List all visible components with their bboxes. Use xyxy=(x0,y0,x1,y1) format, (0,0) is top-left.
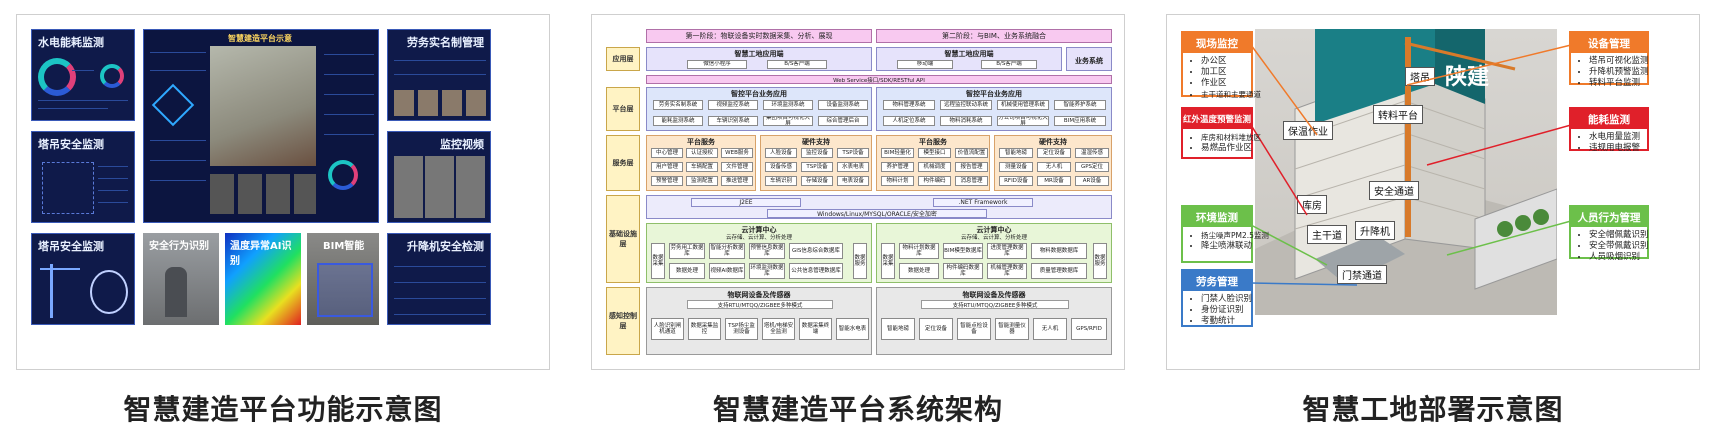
cloud-right: 云计算中心 云存储、云计算、分析处理 数据采集 物料计划数据库 BIM模型数据库… xyxy=(876,223,1112,283)
crane-3d-model xyxy=(90,270,128,314)
service-4: 硬件支持 智能地磅 定位设备 温湿传感 测量设备 无人机 GPS定位 RFID设… xyxy=(994,135,1112,191)
app-business: 业务系统 xyxy=(1066,47,1112,71)
tile-elevator: 升降机安全检测 xyxy=(387,233,491,325)
tile-video: 监控视频 xyxy=(387,131,491,223)
tag-insulation-work: 保温作业 xyxy=(1283,121,1333,140)
layer-sense: 感知控制层 xyxy=(606,287,640,355)
tile-title: 安全行为识别 xyxy=(149,241,209,252)
phase-2: 第二阶段：与BIM、业务系统融合 xyxy=(876,29,1112,43)
bim-structure xyxy=(317,263,373,317)
donut-chart-icon xyxy=(100,64,124,88)
service-2: 硬件支持 人脸设备 监控设备 TSP设备 设备传感 TSP设备 水表电表 车辆识… xyxy=(760,135,872,191)
callout-behavior: 人员行为管理 安全帽佩戴识别 安全带佩戴识别 人员吸烟识别 xyxy=(1569,205,1649,262)
tag-transfer-platform: 转料平台 xyxy=(1373,105,1423,124)
caption-architecture: 智慧建造平台系统架构 xyxy=(712,393,1003,426)
tile-title: 劳务实名制管理 xyxy=(407,36,484,49)
panel-deployment: 陕建 塔吊 转料平台 保温作业 库房 安全通道 升降机 主干道 门禁通道 现场监… xyxy=(1166,14,1700,370)
dashboard-collage: 水电能耗监测 塔吊安全监测 塔吊安全监测 智慧建造平台示意 xyxy=(31,29,535,355)
sense-left: 物联网设备及传感器 支持RTU/MTQQ/ZIGBEE多种模式 人脸识别闸机通道… xyxy=(646,287,872,355)
tag-warehouse: 库房 xyxy=(1297,195,1327,214)
service-3: 平台服务 BIM轻量化 模型接口 价值流配置 养护管理 机械调度 报告管理 物料… xyxy=(876,135,990,191)
sense-right: 物联网设备及传感器 支持RTU/MTQQ/ZIGBEE多种模式 智能地磅 定位设… xyxy=(876,287,1112,355)
video-grid xyxy=(394,156,486,218)
tile-center-dashboard: 智慧建造平台示意 xyxy=(143,29,379,223)
service-1: 平台服务 中心管理 认证授权 WEB服务 用户管理 车辆配置 文件管理 预警管理… xyxy=(646,135,756,191)
callout-site-monitoring: 现场监控 办公区 加工区 作业区 主干道和主要通道 xyxy=(1181,31,1261,99)
donut-chart-icon xyxy=(38,58,76,96)
architecture-diagram: 第一阶段：物联设备实时数据采集、分析、展现 第二阶段：与BIM、业务系统融合 应… xyxy=(606,29,1112,355)
app-left: 智慧工地应用端 微信小程序 B/S客户端 xyxy=(646,47,872,71)
callout-labor: 劳务管理 门禁人脸识别 身份证识别 考勤统计 xyxy=(1181,269,1253,327)
center-title: 智慧建造平台示意 xyxy=(228,34,292,43)
tag-elevator: 升降机 xyxy=(1355,221,1395,240)
camera-thumb xyxy=(210,174,316,214)
caption-deployment: 智慧工地部署示意图 xyxy=(1302,393,1564,426)
site-3d-view xyxy=(210,46,316,166)
platform-right: 智控平台业务应用 物料管理系统 远程监控联动系统 机械使用管理系统 智能养护系统… xyxy=(876,87,1112,131)
tag-gate: 门禁通道 xyxy=(1337,265,1387,284)
infra-frameworks: J2EE .NET Framework Windows/Linux/MYSQL/… xyxy=(646,195,1112,219)
tile-tower-crane-2: 塔吊安全监测 xyxy=(31,233,135,325)
tile-title: 塔吊安全监测 xyxy=(38,138,104,151)
tag-main-road: 主干道 xyxy=(1307,225,1347,244)
tile-temperature-ai: 温度异常AI识别 xyxy=(225,233,301,325)
tile-title: 塔吊安全监测 xyxy=(38,240,104,253)
tile-labor: 劳务实名制管理 xyxy=(387,29,491,121)
tile-title: 升降机安全检测 xyxy=(407,240,484,253)
callout-energy: 能耗监测 水电用量监测 违规用电报警 xyxy=(1569,107,1649,153)
layer-service: 服务层 xyxy=(606,135,640,191)
tile-safety-behavior: 安全行为识别 xyxy=(143,233,219,325)
layer-app: 应用层 xyxy=(606,47,640,71)
site-rendering: 陕建 塔吊 转料平台 保温作业 库房 安全通道 升降机 主干道 门禁通道 xyxy=(1255,29,1557,315)
crane-mast-icon xyxy=(50,264,53,318)
tile-title: BIM智能 xyxy=(323,241,365,252)
crane-diagram xyxy=(42,162,94,214)
callout-equipment: 设备管理 塔吊可视化监测 升降机预警监测 转料平台监测 xyxy=(1569,31,1649,88)
tile-tower-crane: 塔吊安全监测 xyxy=(31,131,135,223)
callout-infrared: 红外温度预警监测 库房和材料堆放区 易燃品作业区 xyxy=(1181,107,1261,159)
tag-tower-crane: 塔吊 xyxy=(1405,67,1435,86)
layer-infra: 基础设施层 xyxy=(606,195,640,283)
layer-platform: 平台层 xyxy=(606,87,640,131)
callout-environment: 环境监测 扬尘噪声PM2.5监测 降尘喷淋联动 xyxy=(1181,205,1269,263)
app-right: 智慧工地应用端 移动端 B/S客户端 xyxy=(876,47,1062,71)
tile-title: 水电能耗监测 xyxy=(38,36,104,49)
diamond-icon xyxy=(151,83,195,127)
building-sign: 陕建 xyxy=(1445,65,1490,90)
tag-safety-passage: 安全通道 xyxy=(1369,181,1419,200)
worker-figure xyxy=(165,267,187,317)
panel-architecture: 第一阶段：物联设备实时数据采集、分析、展现 第二阶段：与BIM、业务系统融合 应… xyxy=(591,14,1125,370)
cloud-left: 云计算中心 云存储、云计算、分析处理 数据采集 劳务用工数据库 智能分析数据库 … xyxy=(646,223,872,283)
tile-title: 温度异常AI识别 xyxy=(230,241,292,267)
face-thumbs xyxy=(394,90,486,116)
tile-bim: BIM智能 xyxy=(307,233,379,325)
gauge-icon xyxy=(328,160,358,190)
caption-functions: 智慧建造平台功能示意图 xyxy=(123,393,443,426)
panel-functions: 水电能耗监测 塔吊安全监测 塔吊安全监测 智慧建造平台示意 xyxy=(16,14,550,370)
tile-energy: 水电能耗监测 xyxy=(31,29,135,121)
platform-left: 智控平台业务应用 劳务实名制系统 视频监控系统 环境监测系统 设备监测系统 能耗… xyxy=(646,87,872,131)
phase-1: 第一阶段：物联设备实时数据采集、分析、展现 xyxy=(646,29,872,43)
tile-title: 监控视频 xyxy=(440,138,484,151)
api-bar: Web Service接口/SDK/RESTful API xyxy=(646,75,1112,84)
